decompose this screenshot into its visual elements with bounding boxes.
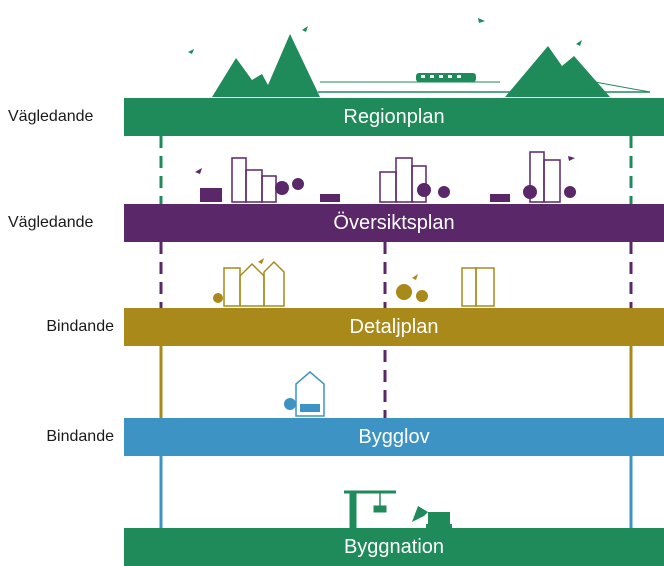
train-icon — [416, 73, 476, 82]
crane-icon — [344, 490, 396, 529]
band-byggnation: Byggnation — [124, 528, 664, 566]
bird-icon — [188, 18, 582, 54]
band-regionplan: Regionplan — [124, 98, 664, 136]
house-icon — [231, 151, 561, 203]
band-bygglov: Bygglov — [124, 418, 664, 456]
level-label: Vägledande — [8, 214, 94, 231]
bird-icon — [258, 258, 418, 280]
band-oversiktsplan: Översiktsplan — [124, 204, 664, 242]
connector-lines — [159, 136, 633, 528]
level-label: Bindande — [46, 318, 114, 335]
tree-icon — [213, 284, 428, 303]
band-label: Översiktsplan — [333, 211, 455, 234]
house-icon — [223, 260, 495, 307]
mountain-landscape-icon — [212, 34, 651, 97]
band-detaljplan: Detaljplan — [124, 308, 664, 346]
level-label: Bindande — [46, 428, 114, 445]
house-icon — [284, 371, 325, 417]
tree-icon — [200, 178, 576, 202]
band-label: Regionplan — [343, 105, 445, 128]
band-label: Bygglov — [358, 425, 430, 448]
bird-icon — [195, 156, 575, 174]
excavator-icon — [412, 506, 452, 528]
level-label: Vägledande — [8, 108, 94, 125]
band-label: Detaljplan — [349, 315, 439, 338]
band-label: Byggnation — [343, 535, 445, 558]
